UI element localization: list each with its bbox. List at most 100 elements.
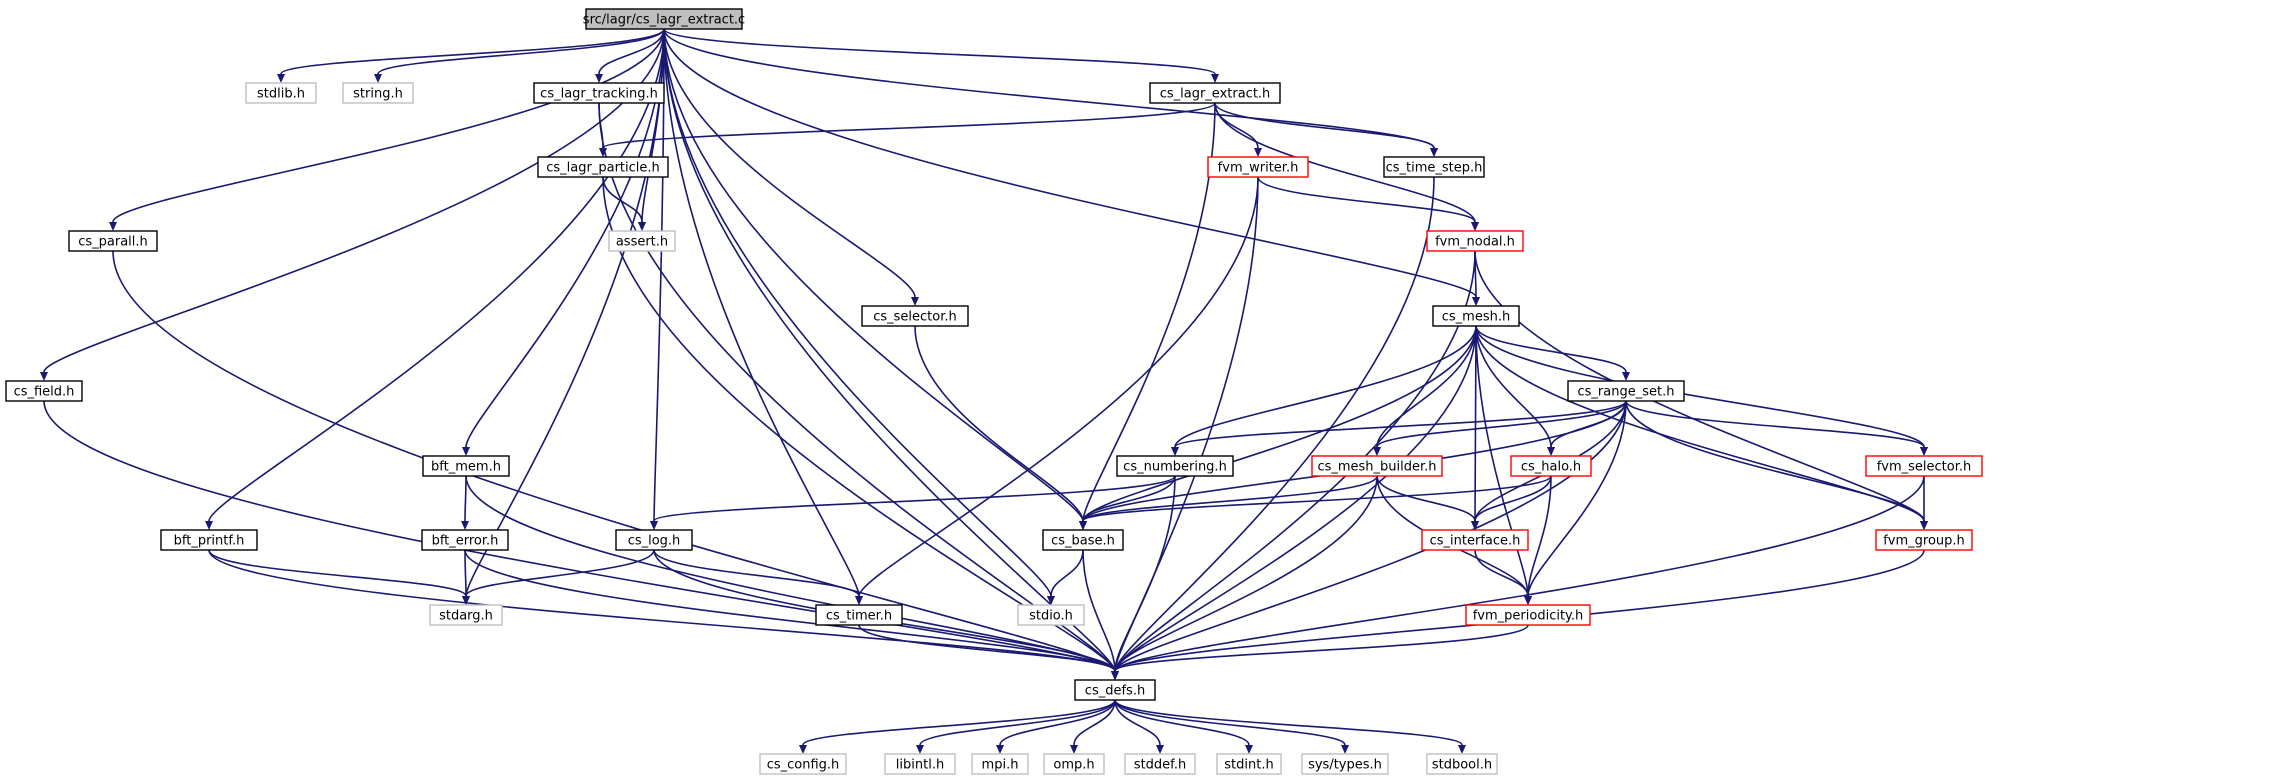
node-root[interactable]: src/lagr/cs_lagr_extract.c [583, 8, 745, 30]
node-field[interactable]: cs_field.h [5, 380, 83, 402]
arrowhead-icon [1341, 745, 1349, 754]
node-selector[interactable]: cs_selector.h [861, 305, 969, 327]
edge-fvm_writer-to-defs [1111, 176, 1259, 680]
edge-root-to-stdlib [277, 28, 665, 83]
node-libintl: libintl.h [884, 753, 956, 775]
node-box [1432, 305, 1520, 327]
edge-root-to-bft_mem [462, 28, 665, 456]
edge-defs-to-stdint [1114, 699, 1253, 754]
node-box [615, 529, 693, 551]
arrowhead-icon [1070, 745, 1078, 754]
node-box [1124, 753, 1196, 775]
edge-log-to-stdarg [462, 549, 655, 605]
node-stdbool: stdbool.h [1426, 753, 1498, 775]
node-box [1426, 753, 1498, 775]
node-numbering[interactable]: cs_numbering.h [1116, 455, 1234, 477]
node-lagr_extract[interactable]: cs_lagr_extract.h [1149, 82, 1281, 104]
edge-root-to-defs [663, 28, 1119, 680]
node-interface[interactable]: cs_interface.h [1421, 529, 1529, 551]
edge-root-to-stdio [663, 28, 1055, 605]
arrowhead-icon [374, 74, 382, 83]
node-box [1311, 455, 1443, 477]
node-fvm_group[interactable]: fvm_group.h [1875, 529, 1973, 551]
node-stdint: stdint.h [1216, 753, 1282, 775]
node-box [421, 529, 509, 551]
edge-halo-to-interface [1471, 475, 1552, 530]
edge-defs-to-stddef [1114, 699, 1164, 754]
arrowhead-icon [599, 148, 607, 157]
arrowhead-icon [1458, 745, 1466, 754]
node-lagr_tracking[interactable]: cs_lagr_tracking.h [533, 82, 665, 104]
node-label: fvm_nodal.h [1435, 235, 1515, 250]
arrowhead-icon [799, 745, 807, 754]
node-label: fvm_selector.h [1877, 460, 1972, 475]
node-label: cs_interface.h [1430, 534, 1521, 549]
node-stddef: stddef.h [1124, 753, 1196, 775]
edge-lagr_particle-to-assert [602, 176, 646, 231]
edge-mesh-to-range_set [1475, 325, 1630, 381]
node-base[interactable]: cs_base.h [1042, 529, 1124, 551]
edge-lagr_extract-to-fvm_writer [1214, 102, 1262, 157]
node-label: cs_time_step.h [1386, 161, 1483, 176]
edge-root-to-bft_printf [205, 28, 665, 530]
arrowhead-icon [595, 74, 603, 83]
node-timer[interactable]: cs_timer.h [815, 604, 903, 626]
node-range_set[interactable]: cs_range_set.h [1567, 380, 1685, 402]
node-box [1875, 529, 1973, 551]
node-time_step[interactable]: cs_time_step.h [1383, 156, 1485, 178]
node-fvm_writer[interactable]: fvm_writer.h [1207, 156, 1309, 178]
node-box [422, 455, 510, 477]
node-label: cs_lagr_tracking.h [540, 87, 658, 102]
node-stdlib: stdlib.h [245, 82, 317, 104]
node-lagr_particle[interactable]: cs_lagr_particle.h [537, 156, 669, 178]
node-halo[interactable]: cs_halo.h [1510, 455, 1592, 477]
node-log[interactable]: cs_log.h [615, 529, 693, 551]
arrowhead-icon [40, 372, 48, 381]
node-bft_error[interactable]: bft_error.h [421, 529, 509, 551]
node-fvm_selector[interactable]: fvm_selector.h [1865, 455, 1983, 477]
arrowhead-icon [1373, 447, 1381, 456]
node-label: stdbool.h [1432, 758, 1492, 773]
node-defs[interactable]: cs_defs.h [1074, 679, 1156, 701]
edge-root-to-field [40, 28, 665, 381]
node-parall[interactable]: cs_parall.h [68, 230, 158, 252]
node-box [429, 604, 503, 626]
node-label: cs_defs.h [1085, 684, 1145, 699]
node-label: stdlib.h [257, 87, 305, 102]
node-box [1421, 529, 1529, 551]
arrowhead-icon [461, 521, 469, 530]
arrowhead-icon [855, 596, 863, 605]
arrowhead-icon [1920, 521, 1928, 530]
node-label: cs_lagr_particle.h [546, 161, 660, 176]
edge-range_set-to-fvm_selector [1625, 400, 1928, 456]
arrowhead-icon [1171, 447, 1179, 456]
node-box [1216, 753, 1282, 775]
node-bft_printf[interactable]: bft_printf.h [160, 529, 258, 551]
arrowhead-icon [109, 222, 117, 231]
node-label: bft_printf.h [174, 534, 245, 549]
node-label: sys/types.h [1308, 758, 1382, 773]
node-mesh_builder[interactable]: cs_mesh_builder.h [1311, 455, 1443, 477]
arrowhead-icon [1920, 447, 1928, 456]
node-label: cs_base.h [1051, 534, 1115, 549]
node-box [861, 305, 969, 327]
node-bft_mem[interactable]: bft_mem.h [422, 455, 510, 477]
edge-base-to-stdio [1047, 549, 1084, 605]
node-mesh[interactable]: cs_mesh.h [1432, 305, 1520, 327]
edge-time_step-to-defs [1111, 176, 1435, 680]
node-box [68, 230, 158, 252]
edge-root-to-lagr_tracking [595, 28, 665, 83]
edge-root-to-base [663, 28, 1087, 530]
edge-interface-to-fvm_periodicity [1474, 549, 1532, 605]
edge-fvm_selector-to-fvm_group [1920, 476, 1928, 530]
edge-mesh-to-fvm_selector [1475, 325, 1928, 456]
node-fvm_periodicity[interactable]: fvm_periodicity.h [1465, 604, 1591, 626]
node-label: bft_mem.h [431, 460, 501, 475]
node-systypes: sys/types.h [1301, 753, 1389, 775]
edge-bft_printf-to-defs [208, 549, 1119, 680]
node-fvm_nodal[interactable]: fvm_nodal.h [1426, 230, 1524, 252]
node-label: fvm_writer.h [1218, 161, 1299, 176]
edge-range_set-to-defs [1111, 400, 1627, 680]
